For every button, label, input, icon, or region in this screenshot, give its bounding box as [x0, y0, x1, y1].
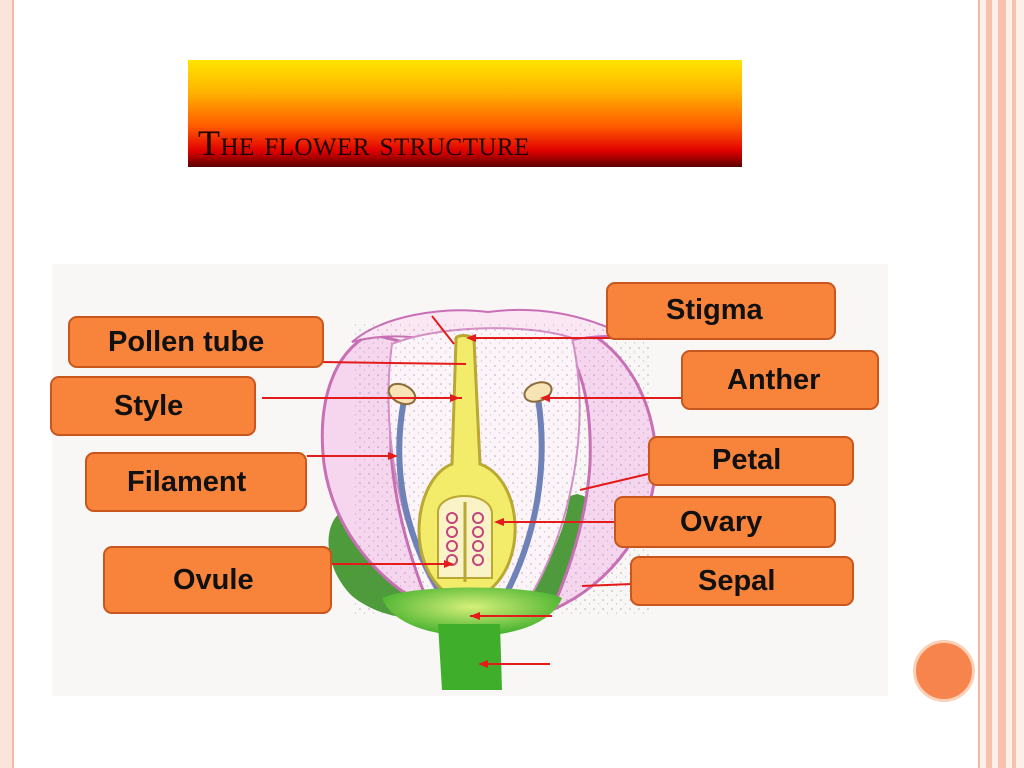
filament-right-shape: [501, 397, 545, 600]
label-stigma: Stigma: [606, 282, 836, 340]
label-filament-text: Filament: [127, 465, 247, 498]
right-margin-stripe-3: [1012, 0, 1016, 768]
left-margin-stripe: [0, 0, 12, 768]
label-pollen-tube: Pollen tube: [68, 316, 324, 368]
label-stigma-text: Stigma: [666, 294, 763, 326]
stalk-shape: [438, 624, 502, 690]
label-ovary-text: Ovary: [680, 505, 763, 538]
slide-title: The flower structure: [198, 123, 530, 163]
label-ovary: Ovary: [614, 496, 836, 548]
label-ovule-text: Ovule: [173, 563, 254, 596]
pollen-tube-pointer-2: [321, 361, 467, 365]
label-anther: Anther: [681, 350, 879, 410]
pointer-arrowheads: [388, 334, 550, 668]
label-pollen-tube-text: Pollen tube: [108, 325, 265, 358]
flower-illustration: [262, 308, 682, 690]
label-style-text: Style: [114, 389, 184, 422]
right-margin-stripe-1: [986, 0, 992, 768]
receptacle-shape: [382, 587, 562, 636]
ovules-group: [446, 512, 484, 566]
label-anther-text: Anther: [727, 363, 821, 396]
label-sepal: Sepal: [630, 556, 854, 606]
label-filament: Filament: [85, 452, 307, 512]
label-petal: Petal: [648, 436, 854, 486]
label-sepal-text: Sepal: [698, 564, 776, 597]
pollen-tube-pointer: [431, 315, 455, 345]
label-style: Style: [50, 376, 256, 436]
title-banner: [188, 60, 742, 167]
decorative-circle: [913, 640, 975, 702]
pointer-lines: [262, 315, 682, 665]
label-ovule: Ovule: [103, 546, 332, 614]
label-petal-text: Petal: [712, 444, 782, 476]
right-margin-stripe-2: [998, 0, 1006, 768]
sepal-pointer: [581, 583, 633, 587]
petal-pointer: [579, 473, 649, 491]
anther-left-shape: [387, 382, 417, 406]
